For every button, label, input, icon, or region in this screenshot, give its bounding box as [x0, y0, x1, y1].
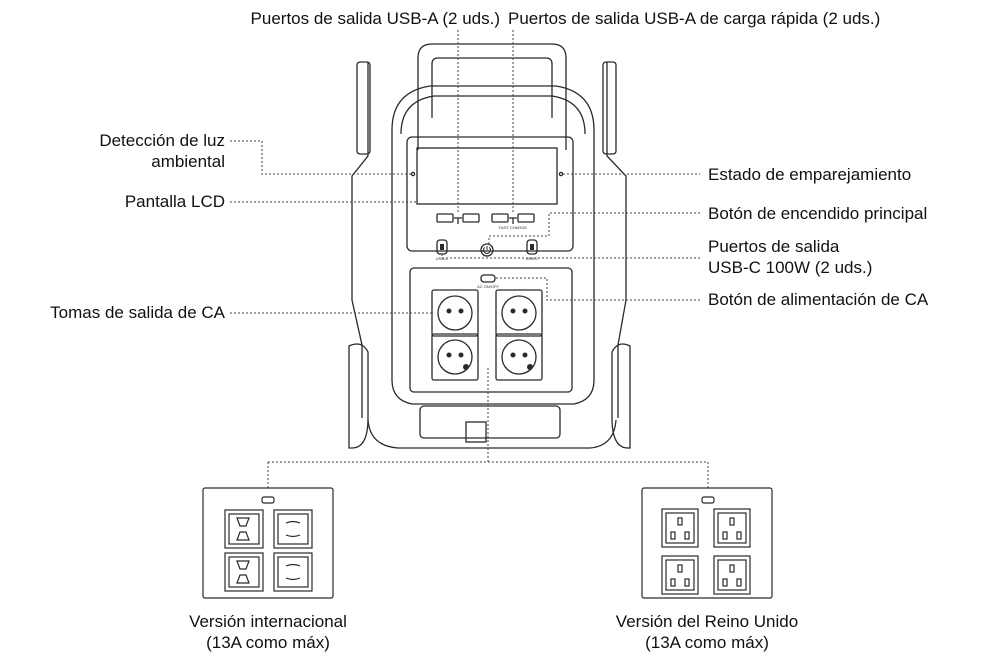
uk-outlet-3 — [661, 555, 699, 595]
uk-outlet-2 — [713, 508, 751, 548]
foot-tab — [465, 421, 487, 443]
device-body — [391, 85, 595, 405]
label-usb-c: Puertos de salida USB-C 100W (2 uds.) — [708, 237, 873, 277]
body-bevel — [400, 95, 586, 135]
top-handle — [417, 43, 567, 150]
left-grip — [356, 61, 371, 155]
label-ac-outlets: Tomas de salida de CA — [50, 303, 225, 322]
outlet-face-4 — [501, 339, 537, 375]
ac-power-button[interactable] — [480, 274, 496, 283]
label-light-sensor: Detección de luz ambiental — [99, 131, 225, 171]
lcd-screen — [416, 147, 558, 205]
usb-c-port-2[interactable] — [526, 239, 538, 255]
usb-a-port-2[interactable] — [462, 213, 480, 223]
usb-a-port-1[interactable] — [436, 213, 454, 223]
light-sensor — [410, 171, 416, 177]
pairing-indicator — [558, 171, 564, 177]
label-intl-version: Versión internacional (13A como máx) — [189, 612, 347, 652]
usb-c-tag-2: USB-C — [526, 256, 539, 261]
leader-main-power — [488, 212, 700, 244]
uk-outlet-4 — [713, 555, 751, 595]
right-side-body — [606, 62, 627, 418]
label-uk-version: Versión del Reino Unido (13A como máx) — [615, 612, 799, 652]
label-lcd: Pantalla LCD — [124, 192, 225, 211]
leader-ac-button — [495, 277, 700, 301]
left-wheel — [348, 343, 369, 449]
intl-outlet-2 — [273, 509, 313, 549]
ac-panel — [409, 267, 573, 393]
ac-outlet-4[interactable] — [495, 333, 543, 381]
right-wheel — [611, 343, 631, 449]
label-usb-a-fast: Puertos de salida USB-A de carga rápida … — [508, 9, 881, 28]
power-icon — [483, 246, 491, 254]
intl-ac-button — [261, 496, 275, 504]
leader-versions — [267, 368, 709, 488]
outlet-face-2 — [501, 295, 537, 331]
intl-panel — [202, 487, 334, 599]
base — [367, 419, 617, 449]
leader-light-sensor — [230, 140, 411, 175]
left-side-body — [351, 62, 369, 418]
label-pairing: Estado de emparejamiento — [708, 165, 912, 184]
label-ac-button: Botón de alimentación de CA — [708, 290, 929, 309]
right-grip — [602, 61, 617, 155]
usb-a-fast-port-2[interactable] — [517, 213, 535, 223]
control-panel — [406, 136, 574, 252]
ac-outlet-3[interactable] — [431, 333, 479, 381]
uk-panel — [641, 487, 773, 599]
intl-outlet-4 — [273, 552, 313, 592]
outlet-face-3 — [437, 339, 473, 375]
label-main-power: Botón de encendido principal — [708, 204, 928, 223]
handle-inner — [431, 57, 553, 118]
usb-a-divider — [454, 217, 462, 224]
usb-a-fast-port-1[interactable] — [491, 213, 509, 223]
ac-outlet-2[interactable] — [495, 289, 543, 337]
ac-outlet-1[interactable] — [431, 289, 479, 337]
intl-outlet-3 — [224, 552, 264, 592]
fast-charge-tag: FAST CHARGE — [499, 225, 527, 230]
ac-on-off-tag: AC ON/OFF — [477, 284, 499, 289]
uk-outlet-1 — [661, 508, 699, 548]
uk-ac-button — [701, 496, 715, 504]
outlet-face-1 — [437, 295, 473, 331]
usb-a-fast-divider — [509, 217, 517, 224]
intl-outlet-1 — [224, 509, 264, 549]
front-foot — [419, 405, 561, 439]
leader-usb-c — [441, 254, 700, 259]
main-power-button[interactable] — [480, 243, 494, 257]
label-usb-a: Puertos de salida USB-A (2 uds.) — [250, 9, 500, 28]
